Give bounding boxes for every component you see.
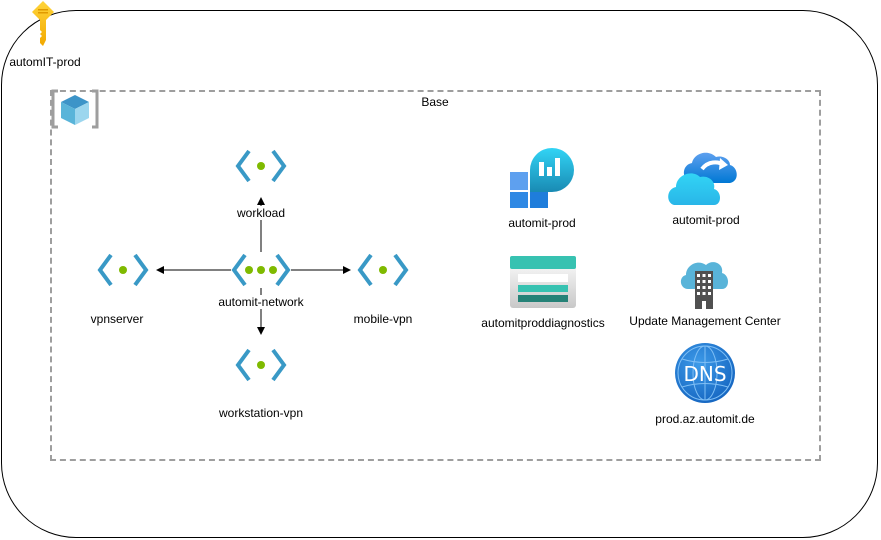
resource-group-icon (51, 89, 99, 129)
subnet-label-mobile-vpn: mobile-vpn (353, 312, 413, 326)
log-analytics-workspace-icon[interactable] (510, 144, 576, 210)
subnet-icon[interactable] (97, 252, 149, 288)
subnet-label-vpnserver: vpnserver (90, 312, 144, 326)
dns-icon-text: DNS (683, 362, 726, 386)
subnet-label-workstation-vpn: workstation-vpn (218, 406, 304, 420)
subnet-icon[interactable] (235, 347, 287, 383)
vnet-label: automit-network (218, 295, 304, 309)
update-management-center-icon[interactable] (678, 255, 730, 309)
resource-label-log-analytics: automit-prod (508, 216, 576, 230)
resource-group-label: Base (421, 95, 449, 109)
automation-account-icon[interactable] (668, 147, 740, 207)
subnet-icon[interactable] (235, 148, 287, 184)
resource-group-container (50, 90, 821, 461)
virtual-network-icon[interactable] (231, 252, 291, 288)
resource-label-storage: automitproddiagnostics (481, 316, 605, 330)
resource-label-automation: automit-prod (672, 213, 740, 227)
key-icon (32, 1, 54, 46)
subscription-container (1, 10, 878, 538)
resource-label-dns: prod.az.automit.de (655, 412, 755, 426)
storage-account-icon[interactable] (510, 256, 576, 308)
subnet-icon[interactable] (357, 252, 409, 288)
dns-zone-icon[interactable]: DNS (674, 342, 736, 404)
resource-label-update-management: Update Management Center (629, 314, 781, 328)
subnet-label-workload: workload (236, 206, 286, 220)
subscription-label: automIT-prod (9, 55, 81, 69)
